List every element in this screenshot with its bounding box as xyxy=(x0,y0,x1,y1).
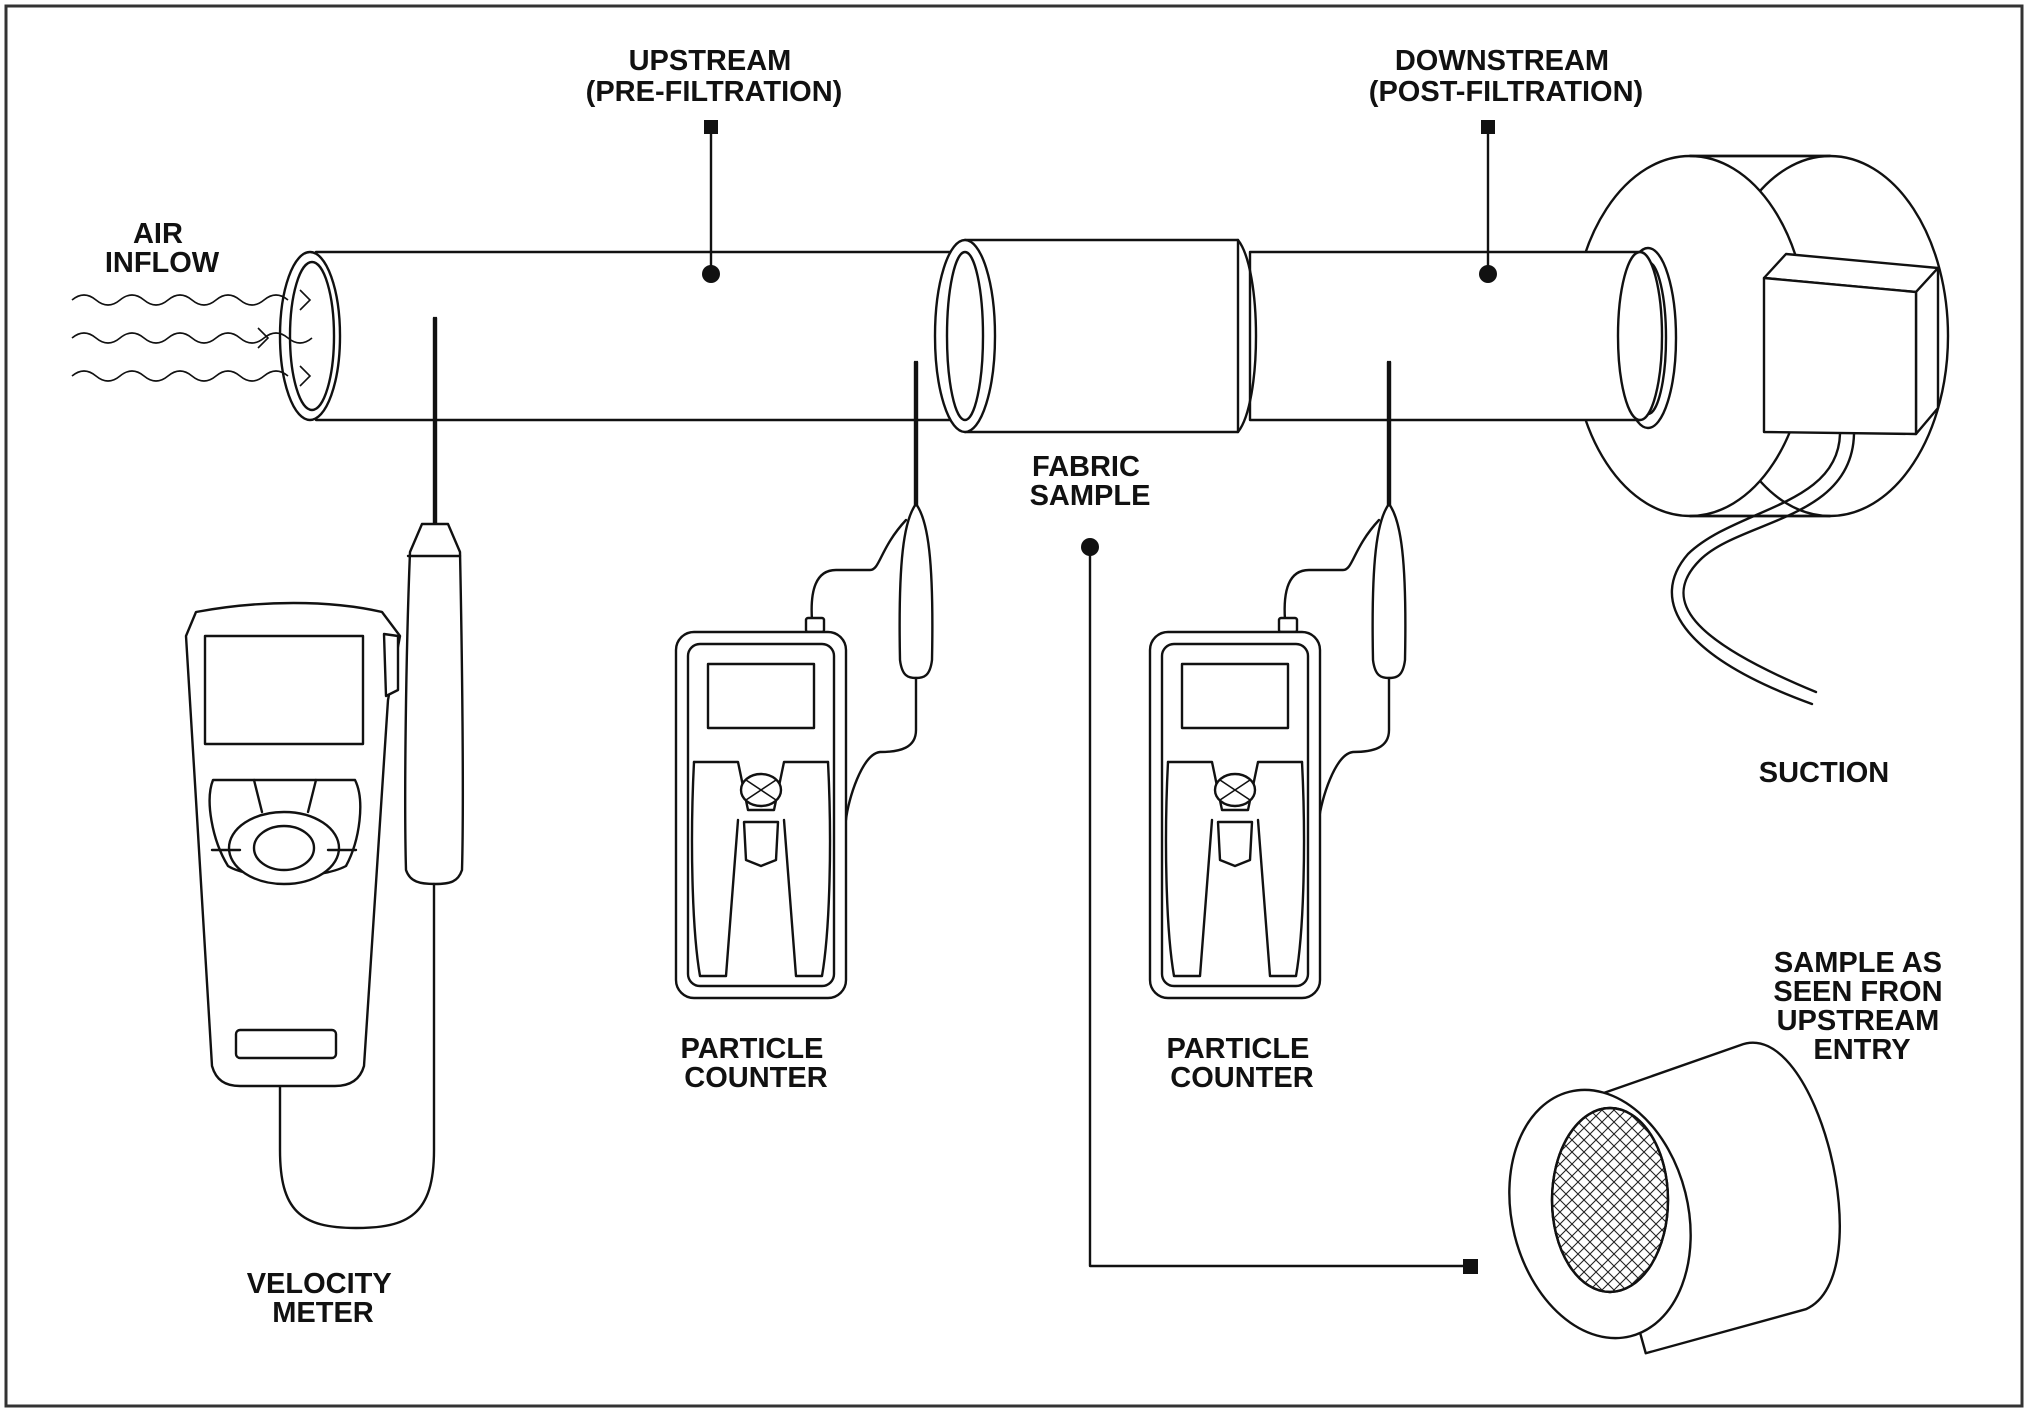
downstream-callout xyxy=(1479,120,1497,283)
particle-counter-upstream xyxy=(674,360,934,1000)
label-particle-counter-downstream: PARTICLE COUNTER xyxy=(1167,1033,1318,1094)
duct-downstream-section xyxy=(1248,250,1664,422)
label-particle-counter-upstream: PARTICLE COUNTER xyxy=(681,1033,832,1094)
air-inflow-arrows xyxy=(71,289,313,387)
fabric-sample-housing xyxy=(933,238,1258,434)
label-fabric-sample: FABRIC SAMPLE xyxy=(1030,451,1151,512)
label-upstream: UPSTREAM (PRE-FILTRATION) xyxy=(586,45,843,108)
label-sample-view: SAMPLE AS SEEN FRON UPSTREAM ENTRY xyxy=(1773,947,1950,1066)
label-velocity-meter: VELOCITY METER xyxy=(247,1268,400,1329)
label-downstream: DOWNSTREAM (POST-FILTRATION) xyxy=(1369,45,1643,108)
duct-inlet-opening xyxy=(278,250,342,422)
upstream-callout xyxy=(702,120,720,283)
label-suction: SUCTION xyxy=(1759,757,1890,789)
particle-counter-downstream xyxy=(1148,360,1407,1000)
power-cord xyxy=(1670,432,1856,706)
label-air-inflow: AIR INFLOW xyxy=(105,218,220,279)
duct-upstream-section xyxy=(314,250,967,422)
sample-inset-cylinder xyxy=(1508,1041,1841,1355)
blower-motor-box xyxy=(1762,252,1940,436)
velocity-meter xyxy=(184,316,465,1230)
fabric-sample-callout xyxy=(1081,538,1478,1274)
